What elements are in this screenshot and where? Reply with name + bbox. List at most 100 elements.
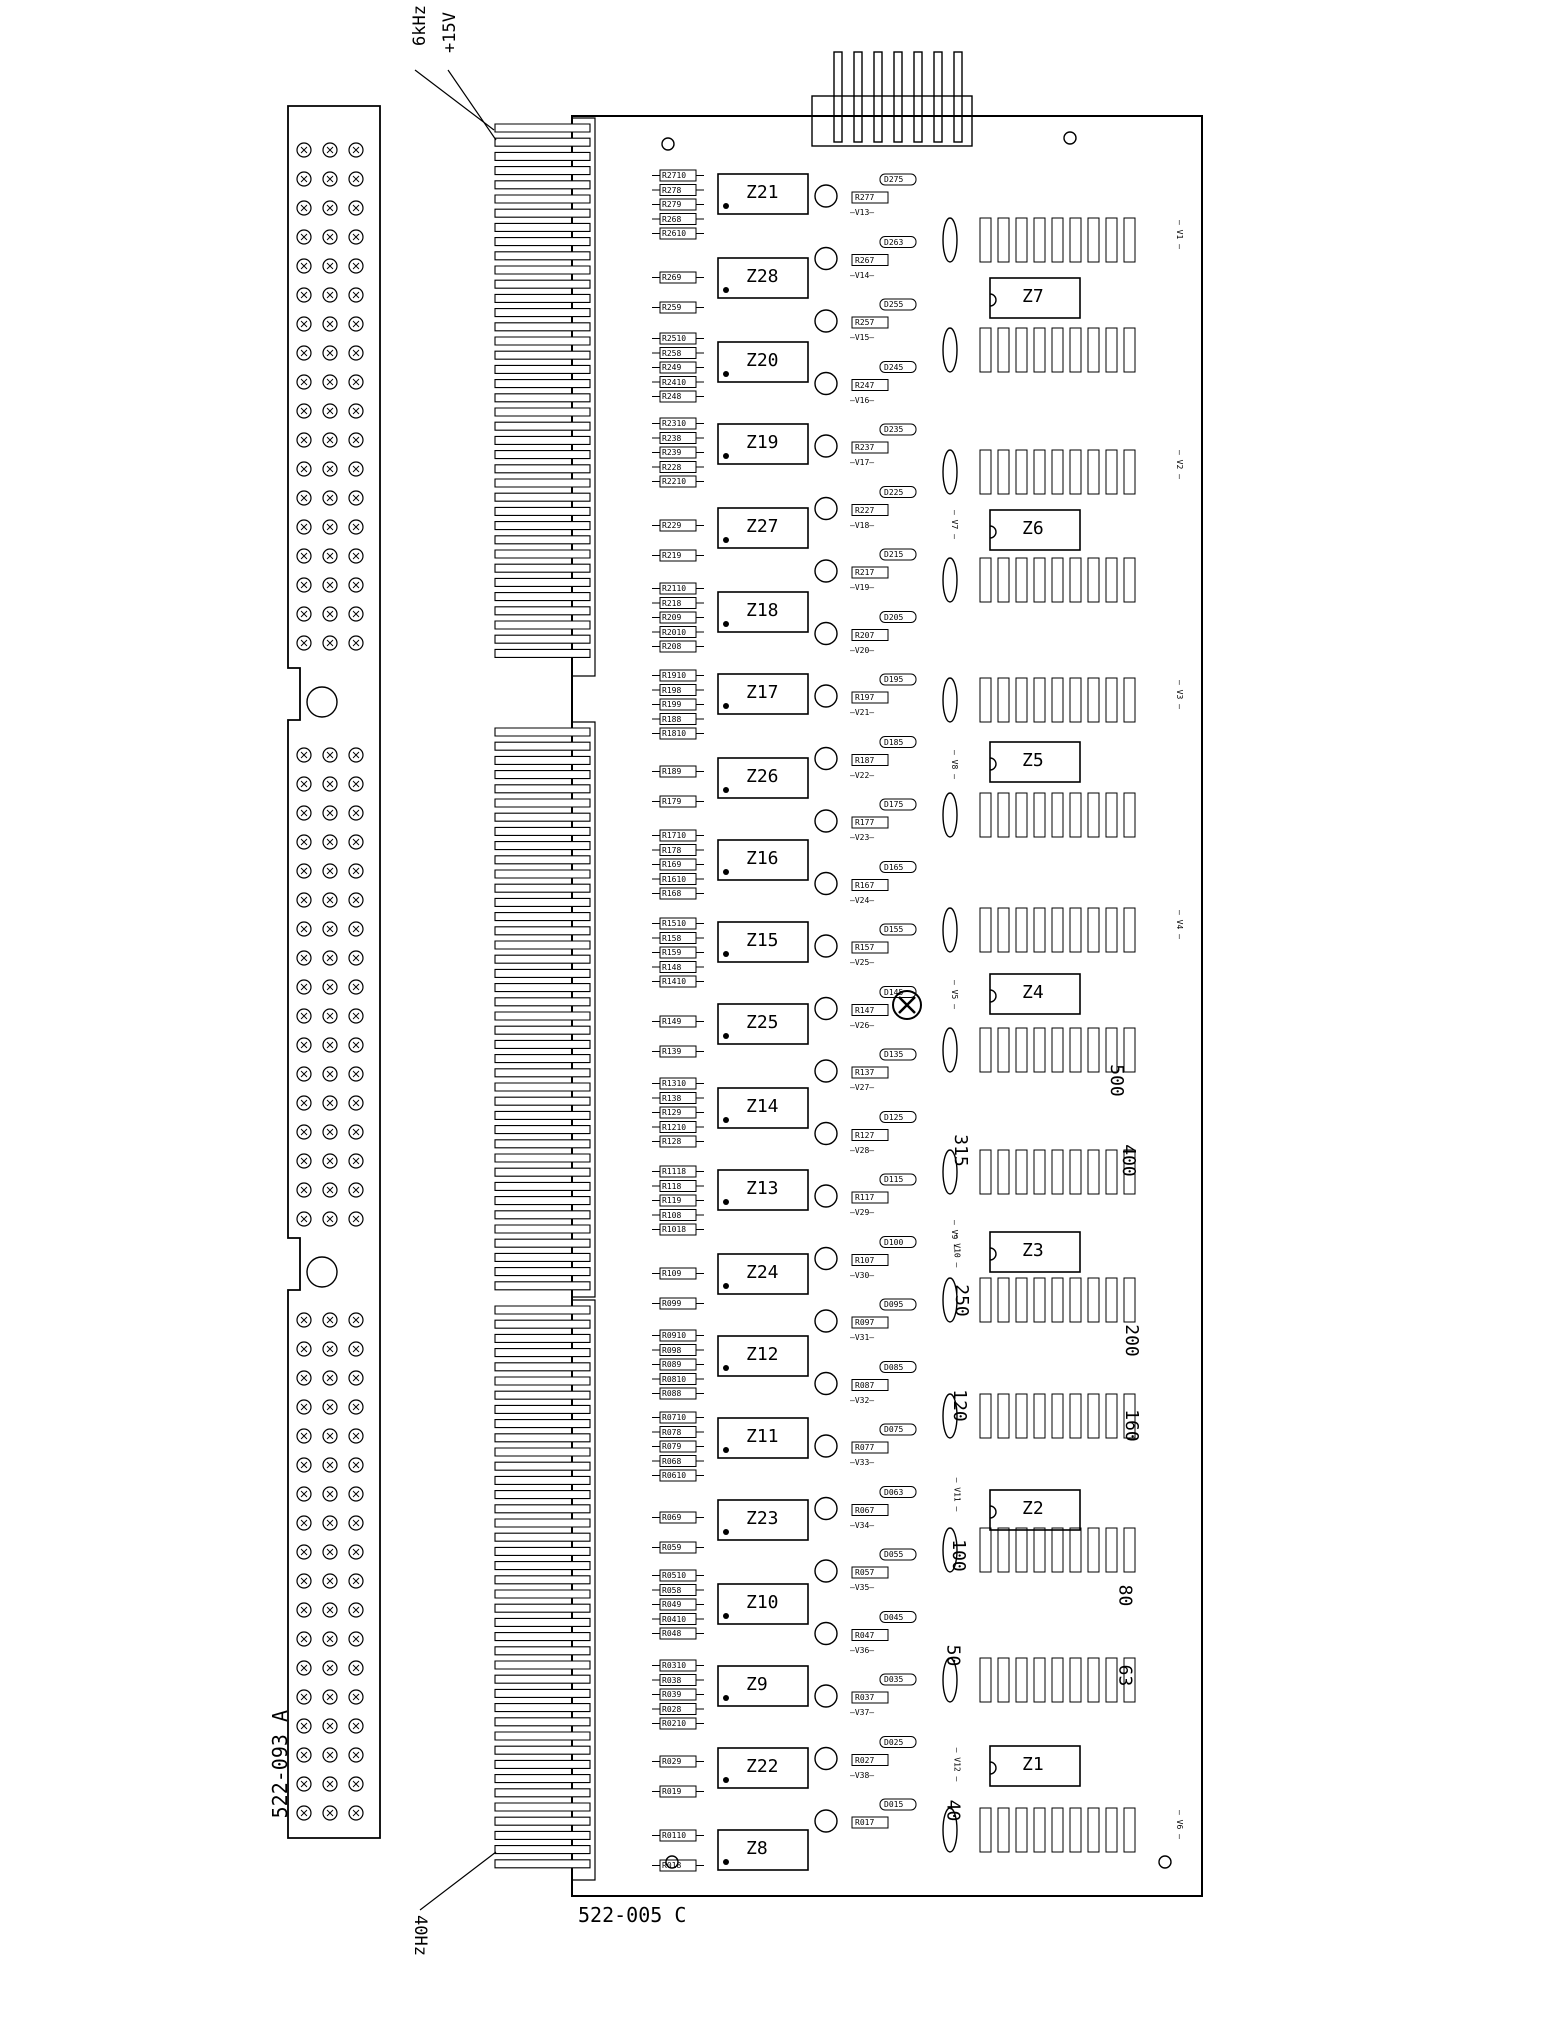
led-mark [300, 1722, 308, 1730]
led-mark [352, 581, 360, 589]
signal-label: —V22— [850, 770, 875, 780]
led [322, 1747, 338, 1763]
led-mark [326, 1751, 334, 1759]
led [296, 1747, 312, 1763]
resistor-label: R2010 [662, 627, 687, 637]
chip-label: Z9 [746, 1674, 768, 1695]
resistor-label: R138 [662, 1093, 682, 1103]
diode-label: D115 [884, 1175, 904, 1184]
edge-finger [494, 1646, 591, 1656]
chip-body [717, 1499, 809, 1541]
led-mark [352, 1606, 360, 1614]
edge-finger [494, 1419, 591, 1429]
vertical-capacitor [942, 792, 958, 838]
led [348, 287, 364, 303]
led [348, 577, 364, 593]
led [348, 979, 364, 995]
vertical-resistor [1033, 1277, 1046, 1323]
chip-notch [989, 989, 997, 1003]
resistor-label: R208 [662, 642, 682, 651]
edge-finger [494, 1068, 591, 1078]
edge-finger [494, 1490, 591, 1500]
diode-label: D035 [884, 1675, 904, 1684]
led [348, 1515, 364, 1531]
vertical-resistor [1051, 907, 1064, 953]
chip-label: Z22 [746, 1756, 779, 1777]
vertical-resistor [1069, 907, 1082, 953]
chip-body [989, 277, 1081, 319]
chip-pin1-dot [723, 453, 729, 459]
resistor-label: R1410 [662, 977, 687, 986]
led-mark [326, 1809, 334, 1817]
capacitor [814, 246, 838, 271]
capacitor [814, 309, 838, 333]
chip-pin1-dot [723, 787, 729, 793]
edge-finger [494, 1674, 591, 1684]
diode [879, 1548, 917, 1561]
led-mark [352, 1403, 360, 1411]
led-strip-hole [306, 1256, 338, 1288]
edge-finger [494, 1788, 591, 1798]
chip-body [717, 1169, 809, 1211]
led-mark [326, 1403, 334, 1411]
chip-body [717, 1747, 809, 1789]
pin-header-pin [853, 51, 863, 143]
led [322, 1515, 338, 1531]
chip-label: Z15 [746, 930, 779, 951]
diode [879, 423, 917, 436]
edge-finger [494, 1589, 591, 1599]
vertical-resistor [1087, 449, 1100, 495]
led [322, 461, 338, 477]
vertical-capacitor [942, 327, 958, 373]
led-mark [300, 146, 308, 154]
vertical-resistor [1069, 449, 1082, 495]
chip-pin1-dot [723, 1447, 729, 1453]
led [348, 1037, 364, 1053]
resistor-label: R117 [855, 1193, 875, 1202]
diode [879, 1173, 917, 1186]
led-mark [352, 204, 360, 212]
edge-finger [494, 912, 591, 922]
chip-label: Z19 [746, 432, 779, 453]
resistor-label: R0810 [662, 1374, 687, 1384]
edge-finger [494, 940, 591, 950]
led-mark [300, 523, 308, 531]
diode-label: D095 [884, 1300, 904, 1309]
edge-finger [494, 1319, 591, 1329]
edge-finger [494, 620, 591, 630]
led [296, 747, 312, 763]
resistor [851, 629, 889, 641]
led [322, 490, 338, 506]
led [296, 258, 312, 274]
led [296, 1718, 312, 1734]
led-mark [300, 1606, 308, 1614]
chip-label: Z3 [1022, 1240, 1044, 1261]
chip-pin1-dot [723, 287, 729, 293]
led [322, 1124, 338, 1140]
led [348, 1689, 364, 1705]
chip-body [989, 1231, 1081, 1273]
diode-label: D175 [884, 800, 904, 809]
led [348, 200, 364, 216]
led [322, 316, 338, 332]
diode [879, 486, 917, 498]
vertical-resistor [997, 907, 1010, 953]
signal-label: —V13— [850, 208, 875, 217]
resistor-label: R187 [855, 755, 875, 765]
signal-label: —V37— [850, 1708, 875, 1717]
signal-label: —V20— [850, 645, 875, 655]
led-mark [326, 1519, 334, 1527]
led-mark [300, 349, 308, 357]
led-mark [326, 262, 334, 270]
edge-finger [494, 549, 591, 559]
led-mark [352, 1041, 360, 1049]
led [348, 229, 364, 245]
vertical-resistor [997, 677, 1010, 723]
led [296, 577, 312, 593]
led [348, 1124, 364, 1140]
vertical-resistor [1123, 677, 1136, 723]
vertical-resistor [1015, 907, 1028, 953]
resistor-label: R278 [662, 185, 682, 195]
signal-label: —V26— [850, 1020, 875, 1030]
led [296, 1341, 312, 1357]
